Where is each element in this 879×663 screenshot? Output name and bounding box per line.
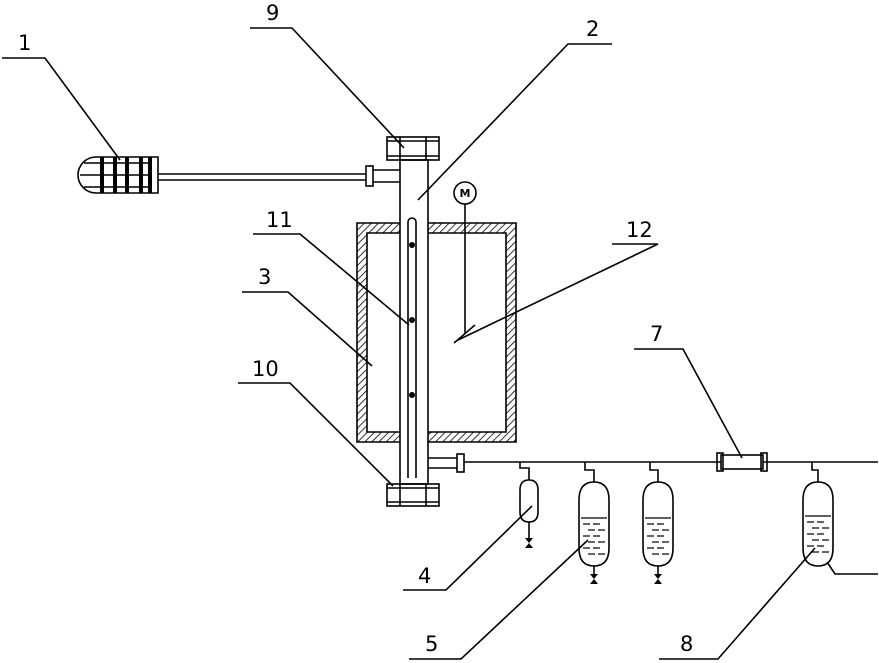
- label-1: 1: [18, 31, 31, 55]
- component-5-absorber: [579, 462, 609, 584]
- label-9: 9: [266, 1, 279, 25]
- component-1-unit: [78, 157, 400, 193]
- component-9-top-cap: [387, 137, 439, 160]
- label-10: 10: [252, 357, 279, 381]
- motor-label: M: [460, 187, 471, 200]
- absorber-bottle-2: [643, 462, 673, 584]
- label-4: 4: [418, 564, 431, 588]
- label-3: 3: [258, 265, 271, 289]
- label-5: 5: [425, 632, 438, 656]
- label-11: 11: [266, 208, 293, 232]
- component-8-absorber: [803, 462, 878, 574]
- label-7: 7: [650, 322, 663, 346]
- label-2: 2: [586, 17, 599, 41]
- component-7-filter: [717, 453, 767, 471]
- label-12: 12: [626, 218, 653, 242]
- component-10-bottom-cap: [387, 484, 439, 506]
- component-labels: 1 2 3 4 5 7 8 9 10 11 12: [18, 1, 693, 656]
- component-3-jacket: [357, 223, 516, 442]
- component-4-trap: [520, 462, 538, 548]
- label-8: 8: [680, 632, 693, 656]
- component-12-stirrer: M: [454, 182, 476, 343]
